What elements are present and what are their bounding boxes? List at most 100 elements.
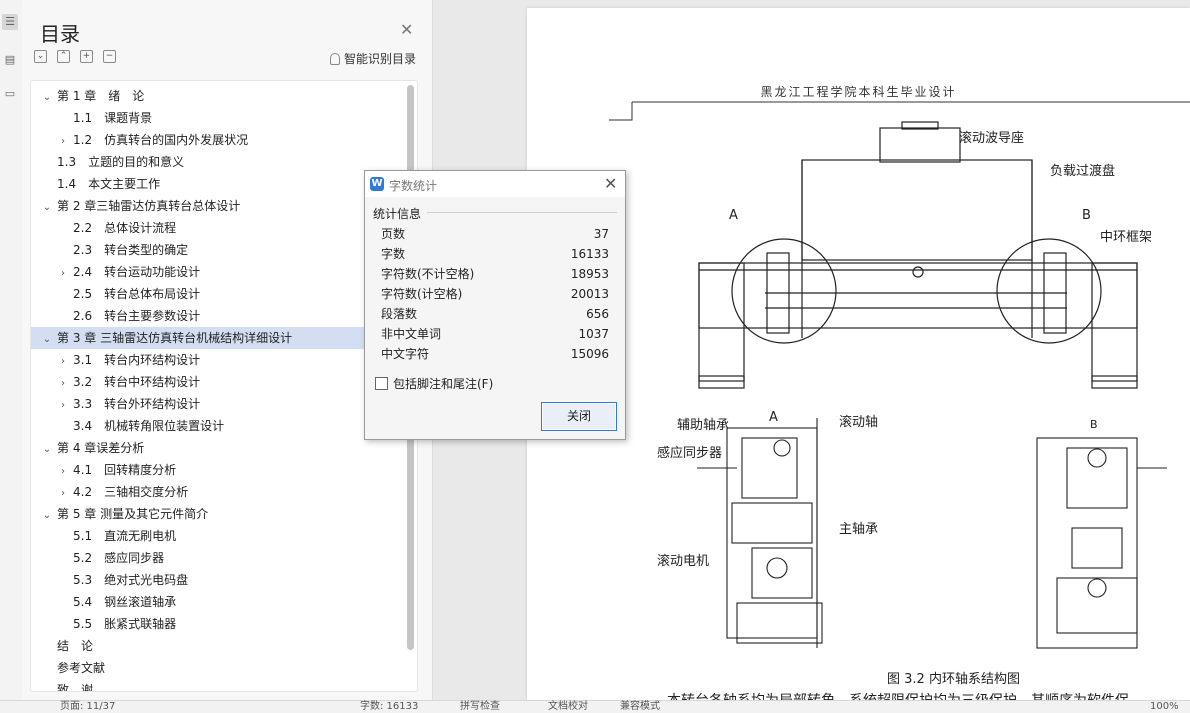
toc-item-label: 5.3 绝对式光电码盘	[73, 573, 189, 587]
status-words[interactable]: 字数: 16133	[360, 701, 419, 712]
chevron-right-icon[interactable]: ›	[61, 378, 65, 389]
stat-value: 656	[586, 307, 609, 321]
chevron-right-icon[interactable]: ›	[61, 136, 65, 147]
toc-item[interactable]: 1.1 课题背景	[31, 107, 417, 129]
toc-item[interactable]: › 4.2 三轴相交度分析	[31, 481, 417, 503]
close-button[interactable]: 关闭	[541, 402, 617, 431]
section-divider	[427, 212, 617, 213]
toc-item[interactable]: 2.2 总体设计流程	[31, 217, 417, 239]
toc-item[interactable]: 5.3 绝对式光电码盘	[31, 569, 417, 591]
toc-item[interactable]: ›3.3 转台外环结构设计	[31, 393, 417, 415]
chevron-right-icon[interactable]: ›	[61, 268, 65, 279]
toc-item[interactable]: ⌄第 1 章 绪 论	[31, 85, 417, 107]
dialog-title: 字数统计	[389, 179, 438, 193]
toc-item[interactable]: › 3.1 转台内环结构设计	[31, 349, 417, 371]
toc-item[interactable]: ⌄ 第 4 章误差分析	[31, 437, 417, 459]
chevron-down-icon[interactable]: ⌄	[42, 510, 52, 521]
toc-item-label: 5.1 直流无刷电机	[73, 529, 177, 543]
toc-toolbar: ⌄ ⌃ + −	[34, 50, 116, 63]
label-roll-motor: 滚动电机	[657, 554, 710, 569]
toc-item[interactable]: ⌄ 第 2 章三轴雷达仿真转台总体设计	[31, 195, 417, 217]
label-guide-seat: 滚动波导座	[959, 131, 1025, 146]
toc-item-label: 1.3 立题的目的和意义	[57, 155, 185, 169]
chevron-right-icon[interactable]: ›	[61, 466, 65, 477]
document-icon[interactable]: ▤	[4, 53, 16, 66]
toc-item[interactable]: 参考文献	[31, 657, 417, 679]
toc-item[interactable]: 3.4 机械转角限位装置设计	[31, 415, 417, 437]
toc-item-label: 第 2 章三轴雷达仿真转台总体设计	[57, 199, 241, 213]
left-icon-rail: ☰ ▤ ▭	[0, 0, 23, 700]
toc-item-label: 3.4 机械转角限位装置设计	[73, 419, 225, 433]
stat-value: 16133	[570, 247, 609, 261]
lightbulb-icon	[330, 52, 340, 65]
stat-value: 37	[593, 227, 609, 241]
toc-item-label: 3.1 转台内环结构设计	[73, 353, 201, 367]
toc-item[interactable]: ›3.2 转台中环结构设计	[31, 371, 417, 393]
toc-item[interactable]: 5.1 直流无刷电机	[31, 525, 417, 547]
stats-section-label: 统计信息	[373, 207, 422, 221]
toc-item-label: 2.2 总体设计流程	[73, 221, 177, 235]
toc-item[interactable]: 2.5 转台总体布局设计	[31, 283, 417, 305]
toc-item-label: 5.2 感应同步器	[73, 551, 165, 565]
toc-item-label: 第 4 章误差分析	[57, 441, 145, 455]
toc-icon[interactable]: ☰	[2, 14, 18, 30]
toc-item[interactable]: 结 论	[31, 635, 417, 657]
chevron-right-icon[interactable]: ›	[61, 356, 65, 367]
chevron-down-icon[interactable]: ⌄	[42, 92, 52, 103]
status-doc-check[interactable]: 文档校对	[548, 701, 588, 712]
status-zoom[interactable]: 100%	[1150, 701, 1179, 712]
label-b: B	[1082, 208, 1091, 223]
remove-icon[interactable]: −	[103, 50, 116, 63]
status-compat: 兼容模式	[620, 701, 660, 712]
close-icon[interactable]: ✕	[400, 20, 414, 39]
toc-item-label: 致 谢	[57, 683, 94, 692]
smart-recognize-button[interactable]: 智能识别目录	[330, 50, 416, 67]
smart-recognize-label: 智能识别目录	[344, 52, 417, 66]
toc-item[interactable]: ⌄第 5 章 测量及其它元件简介	[31, 503, 417, 525]
expand-up-icon[interactable]: ⌃	[57, 50, 70, 63]
toc-item[interactable]: 5.4 钢丝滚道轴承	[31, 591, 417, 613]
toc-item[interactable]: ›4.1 回转精度分析	[31, 459, 417, 481]
chevron-down-icon[interactable]: ⌄	[42, 444, 52, 455]
chevron-down-icon[interactable]: ⌄	[42, 334, 52, 345]
toc-item-label: 2.6 转台主要参数设计	[73, 309, 201, 323]
close-icon[interactable]: ✕	[604, 174, 618, 193]
toc-item-label: 4.2 三轴相交度分析	[73, 485, 189, 499]
toc-item[interactable]: ›1.2 仿真转台的国内外发展状况	[31, 129, 417, 151]
include-footnotes-checkbox[interactable]	[375, 377, 388, 390]
chevron-down-icon[interactable]: ⌄	[42, 202, 52, 213]
body-text: 本转台各轴系均为局部转角，系统超限保护均为三级保护，其顺序为软件保	[667, 690, 1129, 700]
stat-value: 20013	[570, 287, 609, 301]
label-rolling-shaft: 滚动轴	[839, 415, 879, 430]
comment-icon[interactable]: ▭	[4, 87, 16, 100]
label-main-bearing: 主轴承	[839, 522, 879, 537]
toc-item-label: 1.4 本文主要工作	[57, 177, 161, 191]
chevron-right-icon[interactable]: ›	[61, 488, 65, 499]
stat-value: 18953	[570, 267, 609, 281]
toc-item[interactable]: ⌄第 3 章 三轴雷达仿真转台机械结构详细设计	[31, 327, 417, 349]
toc-item[interactable]: 5.2 感应同步器	[31, 547, 417, 569]
toc-item[interactable]: 1.4 本文主要工作	[31, 173, 417, 195]
status-spell[interactable]: 拼写检查	[460, 701, 500, 712]
label-load-disc: 负载过渡盘	[1050, 164, 1116, 179]
add-icon[interactable]: +	[80, 50, 93, 63]
include-footnotes-label[interactable]: 包括脚注和尾注(F)	[393, 377, 494, 391]
label-b-detail: B	[1090, 418, 1098, 431]
toc-item[interactable]: 1.3 立题的目的和意义	[31, 151, 417, 173]
status-page[interactable]: 页面: 11/37	[60, 701, 116, 712]
toc-item[interactable]: 2.6 转台主要参数设计	[31, 305, 417, 327]
toc-item[interactable]: ›2.4 转台运动功能设计	[31, 261, 417, 283]
toc-item[interactable]: 5.5 胀紧式联轴器	[31, 613, 417, 635]
stat-label: 段落数	[381, 307, 418, 321]
page-header: 黑龙江工程学院本科生毕业设计	[760, 85, 957, 99]
toc-item[interactable]: 致 谢	[31, 679, 417, 692]
toc-item[interactable]: 2.3 转台类型的确定	[31, 239, 417, 261]
stat-row: 字符数(计空格)20013	[381, 284, 609, 304]
chevron-right-icon[interactable]: ›	[61, 400, 65, 411]
toc-item-label: 2.3 转台类型的确定	[73, 243, 189, 257]
collapse-all-icon[interactable]: ⌄	[34, 50, 47, 63]
dialog-titlebar[interactable]: W 字数统计 ✕	[365, 171, 625, 197]
